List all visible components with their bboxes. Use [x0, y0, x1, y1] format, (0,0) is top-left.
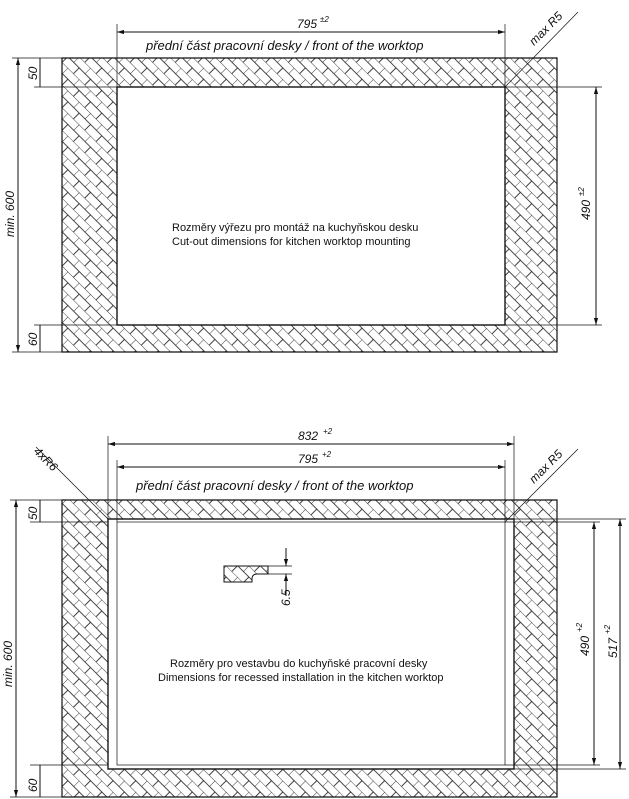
top-height-dim: 490 [579, 200, 593, 220]
bottom-recess-outline [107, 518, 515, 770]
bottom-worktop-hatch [61, 499, 558, 798]
bottom-outer-height-dim: 517 [606, 637, 620, 658]
bottom-front-label: přední část pracovní desky / front of th… [135, 478, 413, 493]
bottom-radius-label: max R5 [526, 447, 565, 486]
top-back-margin: 60 [26, 332, 40, 346]
top-height-tol: ±2 [577, 187, 586, 196]
bottom-outer-width-tol: +2 [323, 427, 333, 436]
top-caption-cz: Rozměry výřezu pro montáž na kuchyňskou … [172, 222, 418, 234]
bottom-cutout-outline [116, 521, 506, 766]
bottom-inner-height-tol: +2 [575, 622, 584, 632]
bottom-outer-height-tol: +2 [603, 624, 612, 634]
bottom-inner-width-tol: +2 [322, 450, 332, 459]
top-front-label: přední část pracovní desky / front of th… [145, 38, 423, 53]
bottom-drawing: 832 +2 795 +2 přední část pracovní desky… [1, 427, 626, 798]
bottom-front-margin: 50 [26, 506, 40, 520]
top-front-margin: 50 [26, 66, 40, 80]
top-radius-label: max R5 [526, 9, 565, 48]
top-depth-dim: min. 600 [3, 191, 17, 237]
bottom-corner-radius: 4xR6 [31, 444, 61, 474]
bottom-back-margin: 60 [26, 778, 40, 792]
bottom-inner-width-dim: 795 [298, 452, 318, 466]
recess-profile-hatch [223, 565, 269, 583]
top-width-tol: ±2 [320, 15, 329, 24]
bottom-caption-cz: Rozměry pro vestavbu do kuchyňské pracov… [170, 658, 428, 670]
bottom-depth-dim: min. 600 [1, 641, 15, 687]
top-width-dim: 795 [297, 17, 317, 31]
recess-depth-detail: 6.5 [223, 548, 293, 606]
top-cutout-outline [116, 86, 506, 326]
bottom-inner-height-dim: 490 [578, 636, 592, 656]
top-caption-en: Cut-out dimensions for kitchen worktop m… [172, 236, 410, 248]
bottom-outer-width-dim: 832 [298, 429, 318, 443]
recess-depth-dim: 6.5 [279, 589, 293, 606]
top-worktop-hatch [61, 57, 558, 353]
bottom-caption-en: Dimensions for recessed installation in … [158, 672, 444, 684]
top-drawing: 795 ±2 přední část pracovní desky / fron… [3, 9, 602, 353]
